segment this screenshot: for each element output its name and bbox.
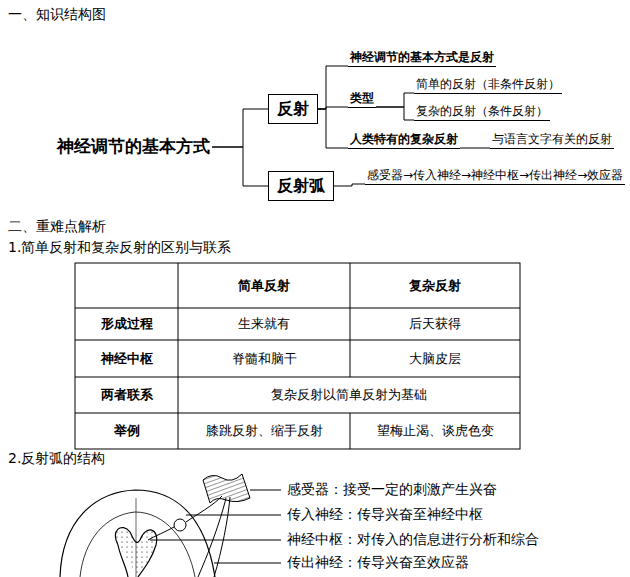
table-cell: 简单反射 [178,263,350,308]
node-text: 神经调节的基本方式 [57,136,210,157]
branch-item: 神经调节的基本方式是反射 [348,50,496,67]
bracket-connector [318,109,348,148]
text-label: 神经中枢：对传入的信息进行分析和综合 [287,531,539,549]
table-cell: 形成过程 [75,308,178,340]
bracket-connector [460,148,490,149]
node-text: 与语言文字有关的反射 [492,132,612,147]
table-cell: 复杂反射 [350,263,520,308]
bracket-connector [376,107,414,120]
bracket-connector [376,93,414,107]
node-text: 感受器→传入神经→神经中枢→传出神经→效应器 [367,168,623,183]
table-grid [75,263,520,449]
leader-lines [150,490,281,563]
node-text: 复杂的反射（条件反射） [416,104,548,119]
text-label: 2.反射弧的结构 [8,450,105,468]
bracket-connector [212,147,268,186]
concept-box: 反射 [268,94,318,124]
table-cell: 复杂反射以简单反射为基础 [178,377,520,413]
table-cell: 两者联系 [75,377,178,413]
text-label: 感受器：接受一定的刺激产生兴奋 [287,481,497,499]
table-cell: 生来就有 [178,308,350,340]
table-cell: 望梅止渴、谈虎色变 [350,413,520,449]
node-text: 人类特有的复杂反射 [350,132,458,147]
spinal-cord [60,490,215,577]
node-text: 类型 [350,91,374,106]
table-cell: 膝跳反射、缩手反射 [178,413,350,449]
bracket-connector [318,66,348,109]
table-cell: 后天获得 [350,308,520,340]
concept-box: 反射弧 [268,171,334,201]
text-label: 一、知识结构图 [8,6,106,24]
branch-item: 人类特有的复杂反射 [348,132,460,149]
text-label: 二、重难点解析 [8,218,106,236]
branch-item: 与语言文字有关的反射 [490,132,614,149]
node-text: 神经调节的基本方式是反射 [350,50,494,65]
branch-item: 感受器→传入神经→神经中枢→传出神经→效应器 [365,168,625,185]
branch-item: 简单的反射（非条件反射） [414,77,562,94]
root-topic: 神经调节的基本方式 [55,134,212,159]
node-text: 简单的反射（非条件反射） [416,77,560,92]
node-text: 反射 [277,99,309,119]
bracket-connector [334,184,365,186]
table-cell: 大脑皮层 [350,340,520,377]
text-label: 传入神经：传导兴奋至神经中枢 [287,506,483,524]
bracket-connector [212,109,268,147]
node-text: 反射弧 [277,176,325,196]
table-cell: 神经中枢 [75,340,178,377]
table-cell: 脊髓和脑干 [178,340,350,377]
text-label: 传出神经：传导兴奋至效应器 [287,554,469,572]
branch-item: 复杂的反射（条件反射） [414,104,550,121]
text-label: 1.简单反射和复杂反射的区别与联系 [8,239,231,257]
table-cell: 举例 [75,413,178,449]
skin-receptor [203,474,250,503]
branch-item: 类型 [348,91,376,108]
nerve-fibres [148,496,230,577]
